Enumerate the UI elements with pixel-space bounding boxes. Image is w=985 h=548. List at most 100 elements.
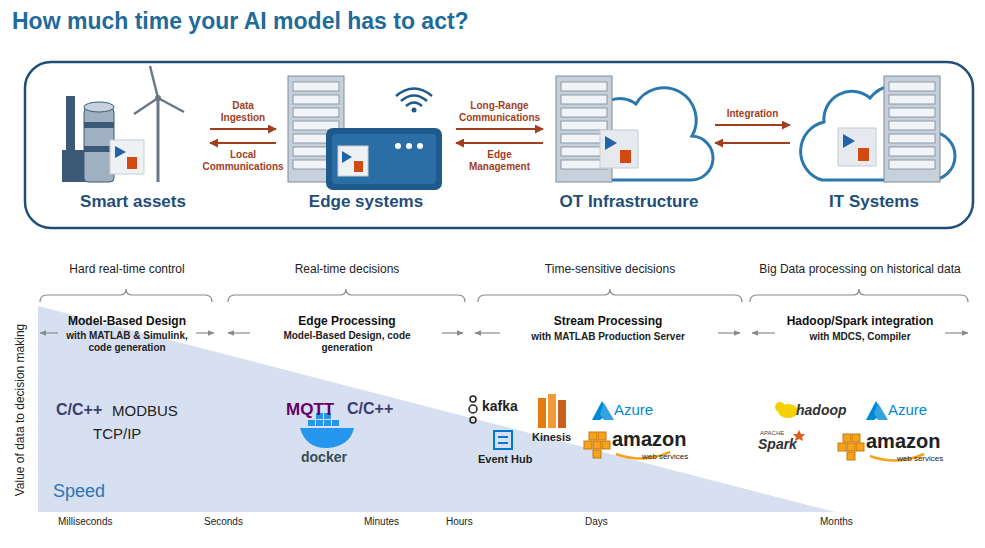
technology-logo: MODBUS bbox=[112, 402, 202, 419]
tank-top bbox=[84, 102, 114, 112]
smart-asset-icon bbox=[62, 66, 184, 182]
flow-arrow bbox=[715, 124, 790, 126]
turbine-blade bbox=[134, 98, 158, 114]
technology-logo: Event Hub bbox=[478, 453, 558, 466]
systems-frame bbox=[25, 62, 973, 228]
value-triangle bbox=[38, 306, 835, 512]
range-bracket bbox=[40, 289, 212, 302]
range-arrow bbox=[475, 332, 500, 333]
server-slot bbox=[293, 108, 339, 117]
time-tick: Hours bbox=[446, 516, 526, 528]
range-bracket bbox=[228, 289, 465, 302]
technology-logo: Kinesis bbox=[532, 431, 592, 444]
kafka-icon bbox=[470, 396, 476, 402]
aws-cube bbox=[843, 434, 851, 442]
server-slot bbox=[561, 121, 607, 130]
range-bracket bbox=[750, 289, 968, 302]
docker-whale bbox=[300, 428, 354, 448]
system-node: OT Infrastructure bbox=[545, 70, 713, 216]
wifi-dot bbox=[412, 108, 417, 113]
flow-arrow bbox=[456, 128, 543, 130]
aws-cube bbox=[584, 441, 592, 449]
aws-cube bbox=[847, 443, 855, 451]
technology-logo: amazon bbox=[866, 430, 956, 453]
azure-icon bbox=[874, 403, 888, 420]
aws-cube bbox=[852, 434, 860, 442]
kinesis-icon bbox=[538, 398, 546, 428]
event-hub-icon bbox=[498, 442, 508, 444]
axis-arrow-label: Speed bbox=[53, 481, 133, 502]
range-bracket bbox=[478, 289, 742, 302]
aws-cube bbox=[589, 432, 597, 440]
edge-device bbox=[326, 128, 442, 190]
device-light bbox=[395, 143, 401, 149]
range-arrow bbox=[442, 332, 463, 333]
wifi-wave bbox=[406, 103, 422, 107]
axis-title: Value of data to decision making bbox=[14, 290, 30, 530]
server-rack bbox=[884, 76, 940, 182]
model-badge-block bbox=[354, 161, 363, 172]
turbine-blade bbox=[150, 66, 158, 98]
model-badge-arrow bbox=[115, 146, 126, 158]
kinesis-icon bbox=[548, 394, 556, 428]
server-slot bbox=[889, 134, 935, 143]
technology-logo: amazon bbox=[612, 428, 702, 451]
technology-logo: Azure bbox=[614, 401, 674, 418]
flow-arrow bbox=[210, 128, 276, 130]
technology-logo: docker bbox=[301, 449, 371, 465]
edge-label: Long-Range Communications bbox=[454, 100, 546, 123]
flow-arrow bbox=[715, 142, 790, 144]
model-badge bbox=[600, 130, 638, 168]
wifi-wave bbox=[401, 96, 427, 102]
time-tick: Milliseconds bbox=[58, 516, 138, 528]
range-arrow bbox=[196, 332, 214, 333]
node-label: Smart assets bbox=[80, 192, 186, 212]
flow-arrow bbox=[456, 142, 543, 144]
aws-cube bbox=[838, 443, 846, 451]
time-tick: Months bbox=[820, 516, 900, 528]
kafka-icon bbox=[470, 417, 476, 423]
approach-text: Hadoop/Spark integration bbox=[760, 315, 960, 329]
technology-logo: Azure bbox=[888, 401, 948, 418]
server-slot bbox=[889, 121, 935, 130]
docker-container bbox=[308, 420, 315, 426]
range-arrow bbox=[228, 332, 250, 333]
wifi-wave bbox=[396, 89, 432, 97]
phase-heading: Hard real-time control bbox=[27, 263, 227, 277]
model-badge-arrow bbox=[605, 136, 617, 150]
system-node: Edge systems bbox=[278, 70, 454, 216]
approach-text: Model-Based Design bbox=[42, 315, 212, 329]
phase-heading: Time-sensitive decisions bbox=[500, 263, 720, 277]
technology-logo: MQTT bbox=[286, 400, 348, 420]
aws-cube bbox=[602, 441, 610, 449]
device-light bbox=[406, 143, 412, 149]
phase-heading: Big Data processing on historical data bbox=[742, 263, 978, 277]
model-badge-arrow bbox=[843, 134, 855, 148]
turbine-tower bbox=[157, 98, 160, 182]
kafka-icon bbox=[469, 405, 477, 413]
device-light bbox=[417, 143, 423, 149]
time-tick: Days bbox=[585, 516, 665, 528]
event-hub-icon bbox=[498, 436, 508, 438]
approach-text: with MDCS, Compiler bbox=[760, 331, 960, 343]
server-slot bbox=[889, 147, 935, 156]
edge-label: Edge Management bbox=[464, 149, 536, 172]
time-tick: Seconds bbox=[204, 516, 284, 528]
aws-cube bbox=[598, 432, 606, 440]
tank-band bbox=[84, 122, 114, 128]
technology-logo: C/C++ bbox=[56, 401, 116, 419]
phase-heading: Real-time decisions bbox=[247, 263, 447, 277]
node-label: IT Systems bbox=[829, 192, 919, 212]
page-title: How much time your AI model has to act? bbox=[12, 8, 469, 34]
docker-container bbox=[324, 420, 331, 426]
server-slot bbox=[889, 160, 935, 169]
azure-icon bbox=[600, 403, 614, 420]
model-badge bbox=[110, 140, 144, 174]
model-badge-block bbox=[858, 148, 869, 161]
model-badge-arrow bbox=[342, 151, 352, 163]
server-slot bbox=[561, 82, 607, 91]
edge-system-icon bbox=[288, 76, 442, 190]
range-arrow bbox=[752, 332, 775, 333]
